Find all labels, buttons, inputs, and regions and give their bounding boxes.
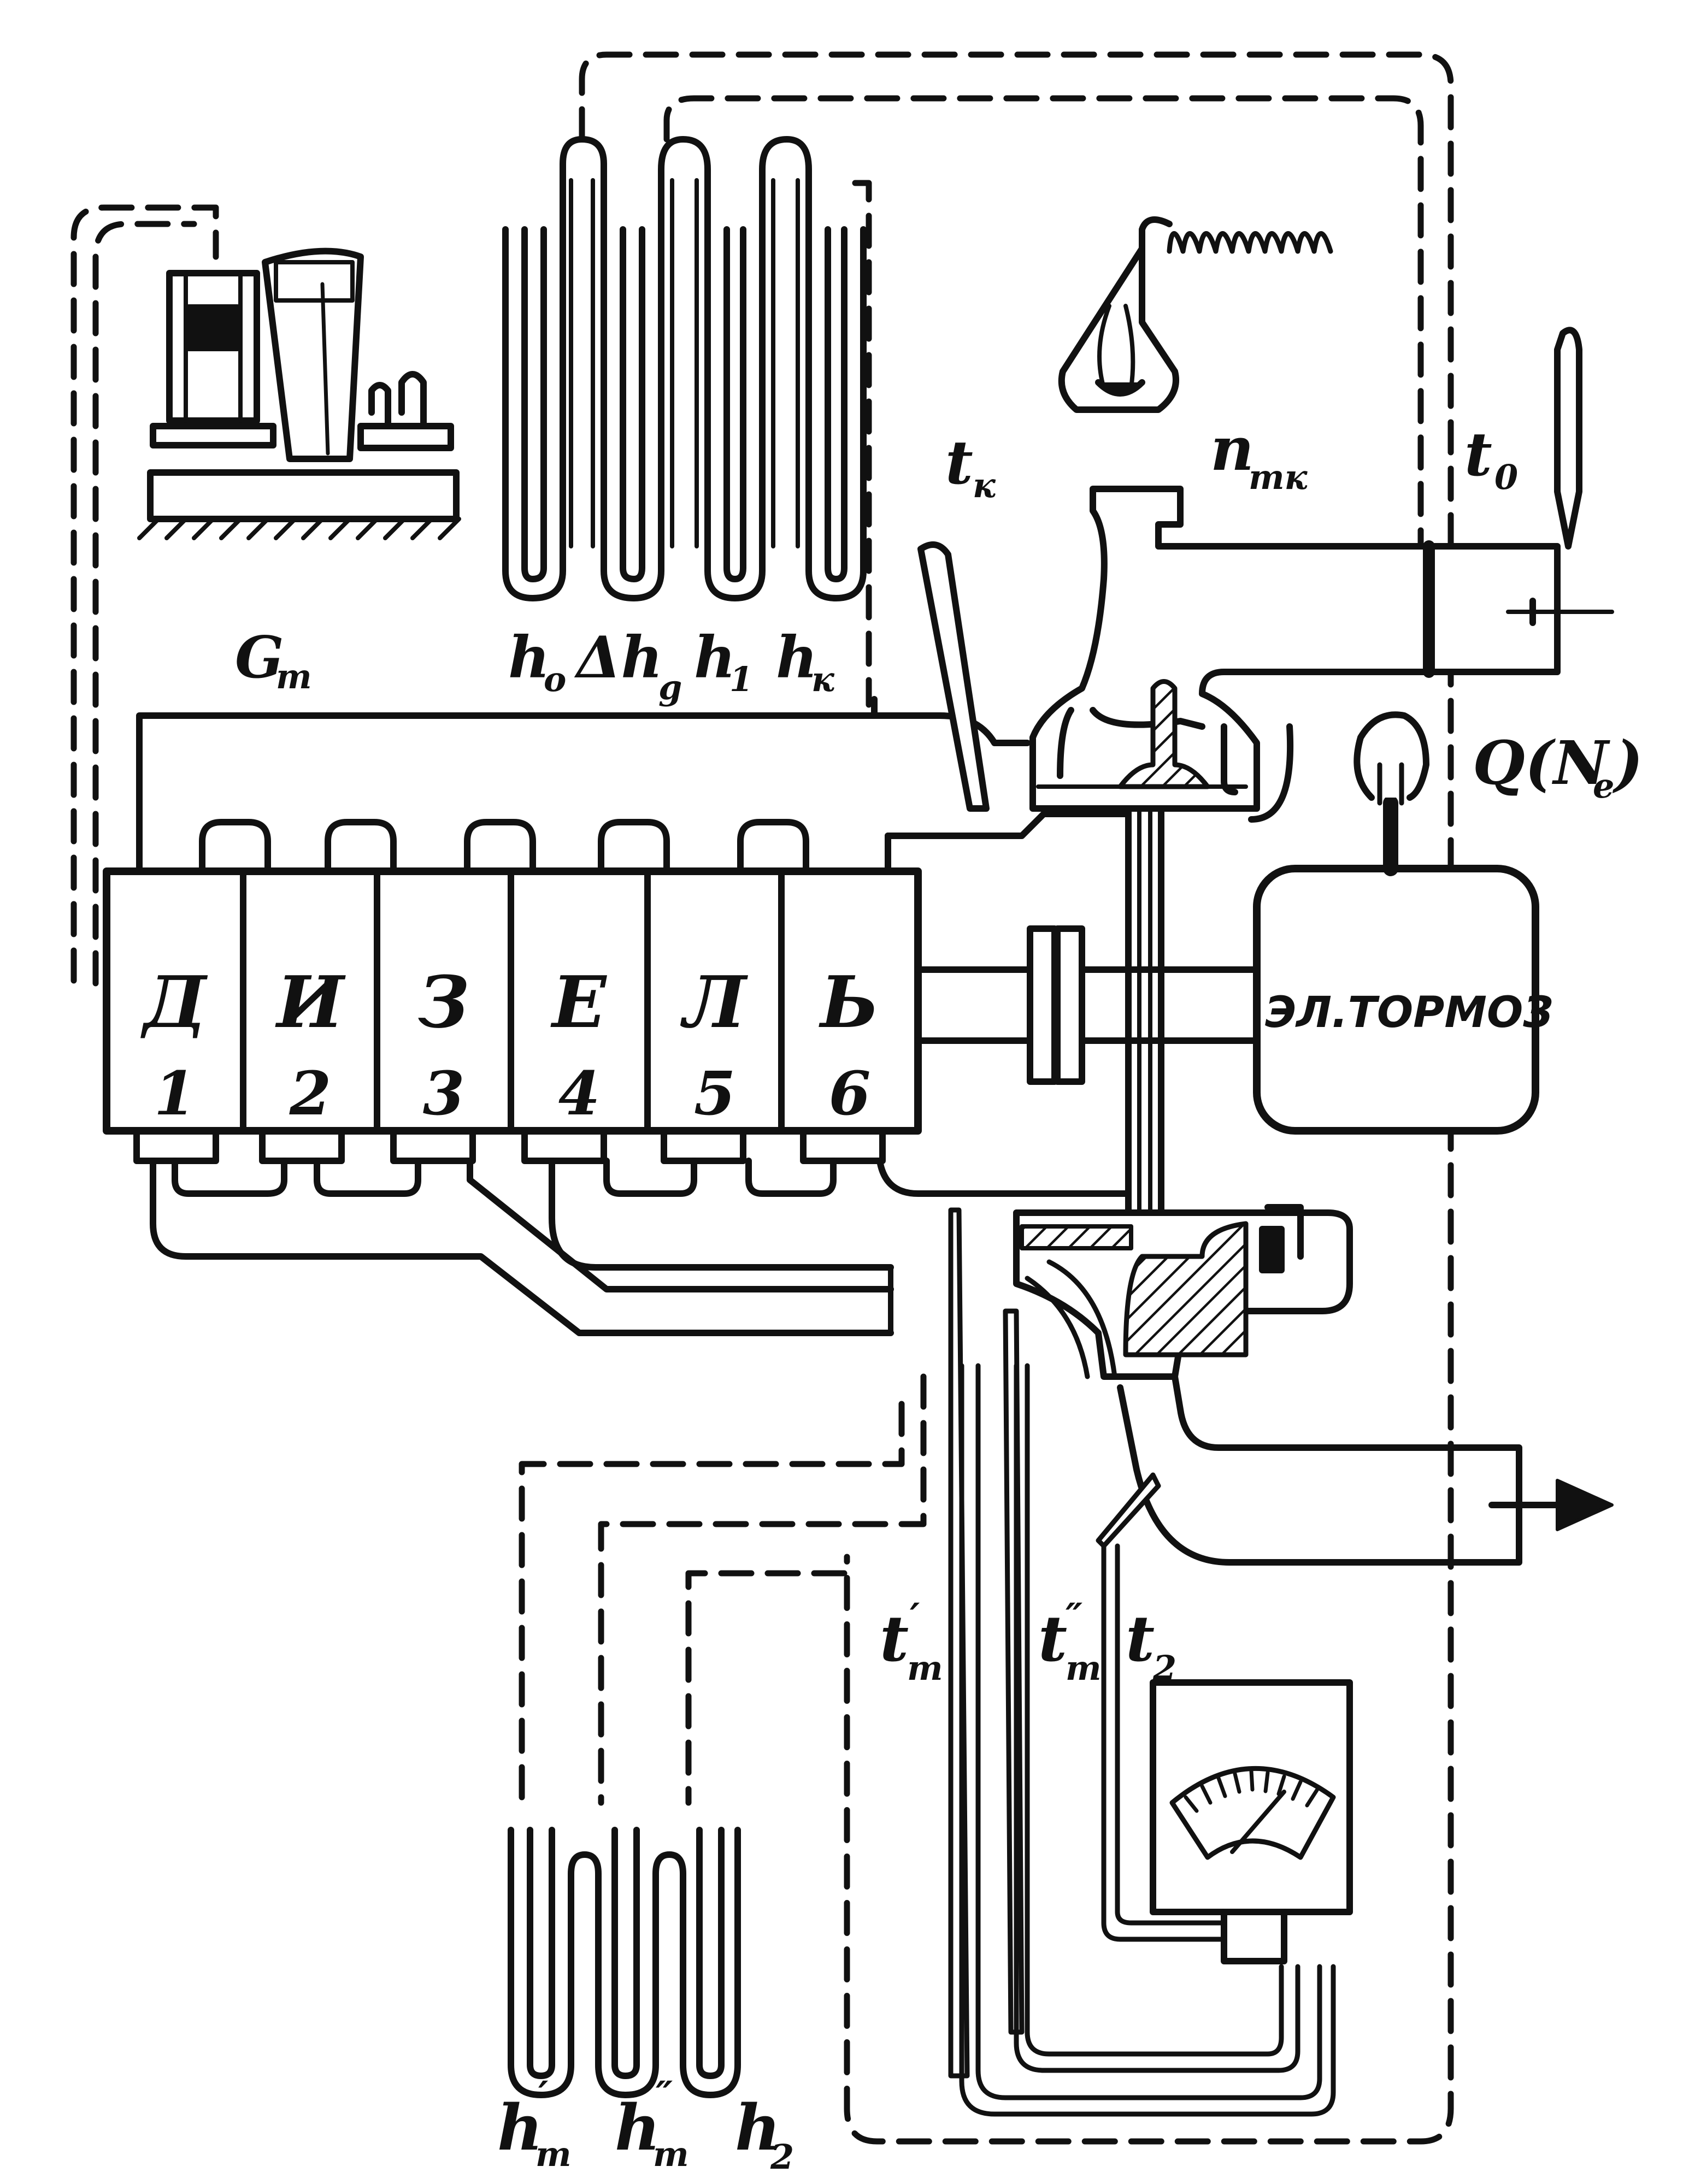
svg-text:2: 2 xyxy=(770,2137,794,2177)
svg-text:Q(N: Q(N xyxy=(1473,728,1610,798)
svg-text:t: t xyxy=(945,427,973,498)
turbo-shaft xyxy=(1125,805,1164,1216)
svg-text:h: h xyxy=(735,2091,781,2165)
label-power: Q(N e ) xyxy=(1473,728,1643,806)
label-brake: ЭЛ.ТОРМОЗ xyxy=(1265,988,1553,1037)
svg-text:h: h xyxy=(497,2091,543,2165)
cylinder-letter: Е xyxy=(550,960,607,1044)
label-t-t2: t ″ т xyxy=(1038,1595,1102,1688)
svg-text:G: G xyxy=(235,623,284,691)
tachometer xyxy=(1058,216,1333,413)
cylinder-number: 6 xyxy=(829,1058,871,1129)
thermocouple-circuit xyxy=(959,1363,1336,2117)
svg-text:′: ′ xyxy=(910,1595,920,1640)
svg-text:): ) xyxy=(1612,728,1643,798)
compressor xyxy=(1029,486,1614,823)
svg-text:к: к xyxy=(811,659,835,699)
label-t0: t 0 xyxy=(1464,419,1518,497)
cylinder-letter: Л xyxy=(680,960,749,1044)
svg-text:т: т xyxy=(907,1648,943,1688)
svg-text:т: т xyxy=(653,2134,689,2174)
label-tk: t к xyxy=(945,427,996,505)
label-delta-hg: Δh g xyxy=(574,623,682,707)
lower-manometers xyxy=(508,1827,741,2098)
label-t-t1: t ′ т xyxy=(880,1595,943,1688)
coupling-and-brake xyxy=(915,711,1539,1135)
cylinder-letter: Ь xyxy=(818,960,879,1044)
svg-text:t: t xyxy=(880,1602,909,1676)
cylinder-number: 2 xyxy=(289,1058,332,1129)
exhaust-manifold xyxy=(150,1158,1129,1336)
label-t2: t 2 xyxy=(1126,1602,1176,1688)
label-h1: h 1 xyxy=(694,623,753,699)
turbine xyxy=(1013,1204,1614,1566)
cylinder-number: 5 xyxy=(694,1058,736,1129)
label-h2: h 2 xyxy=(735,2091,794,2177)
svg-text:т: т xyxy=(276,657,312,696)
svg-text:h: h xyxy=(508,623,550,691)
svg-text:e: e xyxy=(1593,766,1614,806)
svg-text:т: т xyxy=(1066,1648,1102,1688)
engine-block xyxy=(103,819,922,1164)
svg-text:h: h xyxy=(694,623,735,691)
label-h-t2: h ″ т xyxy=(615,2073,689,2174)
label-ntk: n тк xyxy=(1210,414,1308,497)
svg-text:2: 2 xyxy=(1152,1648,1176,1688)
svg-text:″: ″ xyxy=(656,2073,673,2118)
svg-text:″: ″ xyxy=(1066,1595,1082,1640)
svg-text:к: к xyxy=(973,465,996,505)
svg-text:h: h xyxy=(615,2091,661,2165)
cylinder-letter: З xyxy=(418,960,469,1044)
label-fuel-flow: G т xyxy=(235,623,312,696)
svg-text:t: t xyxy=(1126,1602,1155,1676)
galvanometer xyxy=(1150,1679,1353,1964)
svg-text:t: t xyxy=(1464,419,1492,489)
cylinder-number: 1 xyxy=(154,1058,196,1129)
svg-text:0: 0 xyxy=(1494,457,1518,497)
svg-text:t: t xyxy=(1038,1602,1067,1676)
label-hk: h к xyxy=(776,623,835,699)
svg-text:o: o xyxy=(544,659,566,699)
svg-text:1: 1 xyxy=(729,659,753,699)
label-h-t1: h ′ т xyxy=(497,2073,572,2174)
svg-text:g: g xyxy=(658,668,682,707)
labels: G т h o Δh g h 1 h к t к n тк t 0 xyxy=(140,414,1643,2177)
svg-text:т: т xyxy=(535,2134,572,2174)
svg-text:Δh: Δh xyxy=(574,623,663,691)
dashed-lines xyxy=(70,51,1454,2145)
cylinder-labels: Д 1 И 2 З 3 Е 4 Л 5 Ь 6 xyxy=(140,960,879,1129)
svg-text:n: n xyxy=(1210,414,1254,484)
cylinder-letter: И xyxy=(275,960,346,1044)
fuel-meter-station xyxy=(137,247,461,540)
cylinder-number: 4 xyxy=(558,1058,601,1129)
cylinder-letter: Д xyxy=(140,960,208,1044)
svg-text:тк: тк xyxy=(1249,457,1308,497)
cylinder-number: 3 xyxy=(423,1058,465,1129)
svg-text:′: ′ xyxy=(538,2073,549,2118)
label-h0: h o xyxy=(508,623,566,699)
svg-text:h: h xyxy=(776,623,817,691)
upper-manometers xyxy=(502,136,867,601)
